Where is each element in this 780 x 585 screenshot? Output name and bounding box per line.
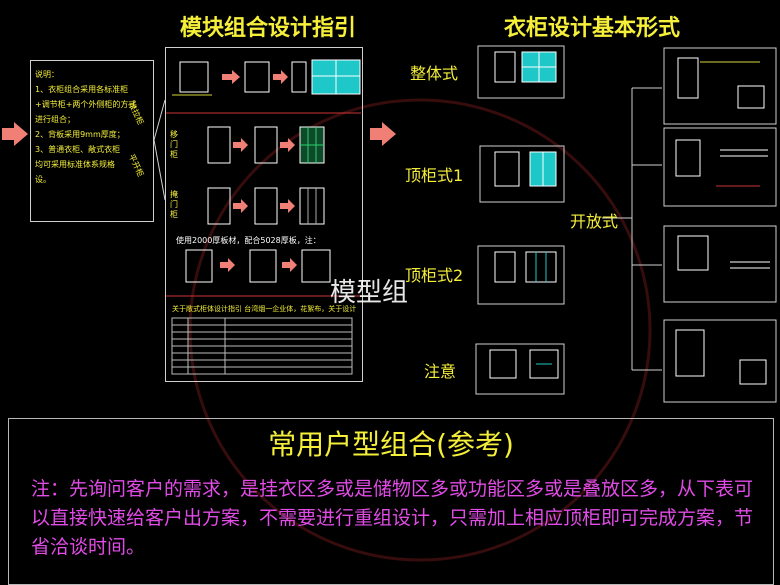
notes-line: +调节柜+两个外侧柜的方式 — [35, 100, 137, 109]
left-arrow-icon — [2, 122, 28, 146]
notes-line: 3、普通衣柜、敞式衣柜 — [35, 145, 121, 154]
guide-drawings — [165, 59, 361, 375]
forms-title: 衣柜设计基本形式 — [504, 16, 681, 41]
notes-line: 说明： — [35, 70, 59, 79]
watermark-circle — [188, 98, 652, 562]
guide-sub-caption: 关于敞式柜体设计指引 台湾烟一企业体，花絮布，关于设计 — [172, 305, 357, 313]
open-panels — [663, 47, 777, 403]
form-label-integral: 整体式 — [410, 64, 459, 83]
notes-line: 2、背板采用9mm厚度； — [35, 130, 125, 139]
notes-panel: 说明： 1、衣柜组合采用各标准柜 +调节柜+两个外侧柜的方式 进行组合； 2、背… — [30, 60, 154, 222]
middle-arrow-icon — [370, 122, 396, 146]
notes-line: 1、衣柜组合采用各标准柜 — [35, 85, 129, 94]
notes-line: 设。 — [35, 175, 51, 184]
form-label-top2: 顶柜式2 — [405, 266, 464, 285]
form-label-notice: 注意 — [424, 362, 457, 381]
guide-panel — [165, 47, 363, 382]
guide-title: 模块组合设计指引 — [180, 16, 357, 41]
notes-line: 进行组合； — [35, 115, 75, 124]
notes-line: 均可采用标准体系规格 — [35, 160, 115, 169]
watermark-text: 模型组 — [330, 278, 409, 308]
row-label: 掩门柜 — [170, 190, 178, 219]
bottom-title: 常用户型组合(参考) — [268, 428, 514, 461]
form-label-top1: 顶柜式1 — [405, 166, 464, 185]
form-label-open: 开放式 — [570, 212, 619, 231]
bottom-panel: 常用户型组合(参考) 注：先询问客户的需求，是挂衣区多或是储物区多或功能区多或是… — [8, 418, 774, 585]
row-label: 移门柜 — [170, 130, 178, 159]
bottom-note: 注：先询问客户的需求，是挂衣区多或是储物区多或功能区多或是叠放区多，从下表可以直… — [31, 478, 754, 558]
forms-thumbnails — [475, 45, 565, 395]
guide-caption: 使用2000厚板材，配合5028厚板，注： — [176, 236, 321, 245]
open-bracket — [602, 87, 662, 371]
